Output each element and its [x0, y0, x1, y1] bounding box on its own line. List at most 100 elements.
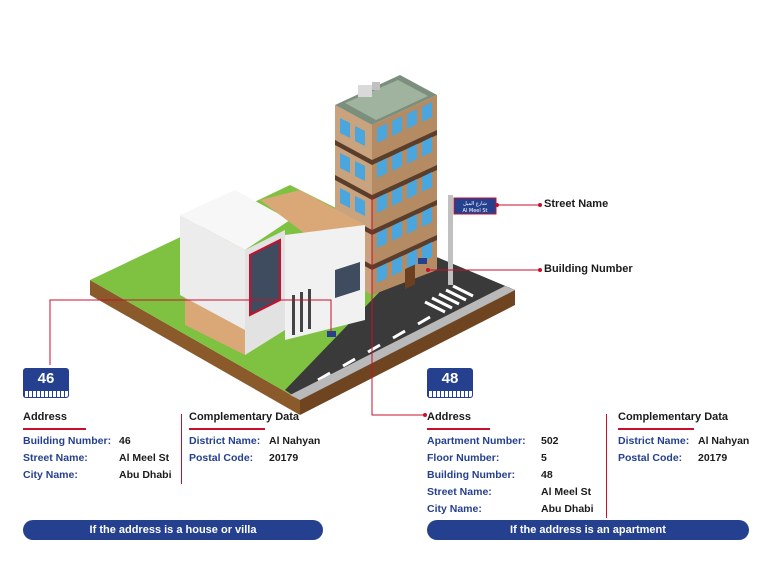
- house-number-plate: 46: [23, 368, 69, 398]
- house-address-underline: [23, 428, 86, 430]
- tower-window: [392, 116, 402, 136]
- tower-window: [377, 193, 387, 213]
- house-banner: If the address is a house or villa: [23, 520, 323, 540]
- apartment-number-plate: 48: [427, 368, 473, 398]
- tower-window: [407, 214, 417, 234]
- info-label: Building Number:: [23, 435, 112, 447]
- info-value: Al Nahyan: [269, 435, 321, 447]
- tower-window: [422, 102, 432, 122]
- apartment-complementary-title: Complementary Data: [618, 411, 729, 423]
- ground-side-left: [90, 280, 300, 415]
- info-label: Postal Code:: [189, 452, 254, 464]
- info-label: Floor Number:: [427, 452, 500, 464]
- house-plate-number: 46: [37, 370, 55, 387]
- house-complementary-underline: [189, 428, 265, 430]
- info-row: Apartment Number:502: [427, 435, 559, 447]
- info-row: City Name: Abu Dhabi: [427, 503, 594, 515]
- tower-window: [407, 109, 417, 129]
- tower-windows: [340, 102, 432, 286]
- callout-building-number: Building Number: [544, 263, 633, 275]
- villa-pillars: [292, 289, 311, 335]
- info-value: Al Meel St: [541, 486, 592, 498]
- villa: [180, 190, 365, 355]
- info-row: Floor Number: 5: [427, 452, 547, 464]
- tower-window: [407, 249, 417, 269]
- curb: [290, 286, 515, 400]
- info-row: Postal Code: 20179: [189, 452, 298, 464]
- tower-window: [422, 207, 432, 227]
- tower-door: [405, 264, 415, 290]
- tower-window: [392, 256, 402, 276]
- plate-barcode: [23, 390, 69, 398]
- info-row: District Name: Al Nahyan: [189, 435, 320, 447]
- info-value: 46: [119, 435, 131, 447]
- tower-window: [407, 179, 417, 199]
- info-value: 502: [541, 435, 559, 447]
- info-row: District Name: Al Nahyan: [618, 435, 749, 447]
- villa-front-lower: [185, 290, 245, 355]
- leader-apartment-plate: [371, 195, 425, 416]
- villa-number-plate: [327, 331, 336, 337]
- info-label: Building Number:: [427, 469, 516, 481]
- villa-upper-right: [285, 225, 365, 340]
- tower-window: [355, 161, 365, 181]
- info-value: 48: [541, 469, 553, 481]
- info-row: Building Number: 48: [427, 469, 553, 481]
- leader-lines: [49, 195, 540, 416]
- apartment-divider: [606, 414, 607, 518]
- apartment-complementary-underline: [618, 428, 694, 430]
- tower-window: [340, 118, 350, 138]
- info-value: Abu Dhabi: [119, 469, 172, 481]
- info-row: City Name: Abu Dhabi: [23, 469, 172, 481]
- tower-window: [422, 172, 432, 192]
- house-complementary-title: Complementary Data: [189, 411, 300, 423]
- info-label: Postal Code:: [618, 452, 683, 464]
- tower-window: [377, 158, 387, 178]
- info-label: City Name:: [23, 469, 78, 481]
- tower-window: [355, 126, 365, 146]
- info-value: 20179: [269, 452, 299, 464]
- tower-window: [340, 188, 350, 208]
- apartment-plate-number: 48: [441, 370, 459, 387]
- plate-barcode: [427, 390, 473, 398]
- tower-window: [377, 123, 387, 143]
- info-value: Abu Dhabi: [541, 503, 594, 515]
- tower-window: [340, 153, 350, 173]
- info-value: Al Nahyan: [698, 435, 750, 447]
- tower-window: [422, 242, 432, 262]
- apartment-address-underline: [427, 428, 490, 430]
- info-value: Al Meel St: [119, 452, 170, 464]
- tower-window: [422, 137, 432, 157]
- street-sign-arabic: شارع الميل: [463, 201, 487, 207]
- tower-window: [355, 196, 365, 216]
- street-sign-latin: Al Meel St: [463, 208, 488, 214]
- tower-window: [392, 221, 402, 241]
- apartment-address-title: Address: [427, 411, 472, 423]
- tower-number-plate: [418, 258, 427, 264]
- info-label: District Name:: [618, 435, 690, 447]
- tower-window: [392, 186, 402, 206]
- tower-window: [407, 144, 417, 164]
- tower-window: [377, 263, 387, 283]
- callout-street-name: Street Name: [544, 198, 609, 210]
- crosswalk: [424, 284, 474, 314]
- info-row: Postal Code:20179: [618, 452, 727, 464]
- villa-white-block-left: [180, 215, 245, 330]
- info-row: Building Number: 46: [23, 435, 131, 447]
- road-lane-markings: [317, 315, 431, 382]
- street-sign: شارع الميل Al Meel St: [448, 195, 497, 285]
- info-label: Street Name:: [23, 452, 88, 464]
- info-row: Street Name: Al Meel St: [23, 452, 169, 464]
- info-value: 5: [541, 452, 547, 464]
- tower-window: [377, 228, 387, 248]
- info-label: District Name:: [189, 435, 261, 447]
- info-label: Street Name:: [427, 486, 492, 498]
- leader-house-plate: [49, 299, 332, 365]
- info-label: City Name:: [427, 503, 482, 515]
- villa-white-block-top: [180, 190, 290, 250]
- villa-window-right: [335, 262, 360, 298]
- info-row: Street Name: Al Meel St: [427, 486, 591, 498]
- ground-side-right: [300, 290, 515, 415]
- leader-dots: [423, 203, 542, 417]
